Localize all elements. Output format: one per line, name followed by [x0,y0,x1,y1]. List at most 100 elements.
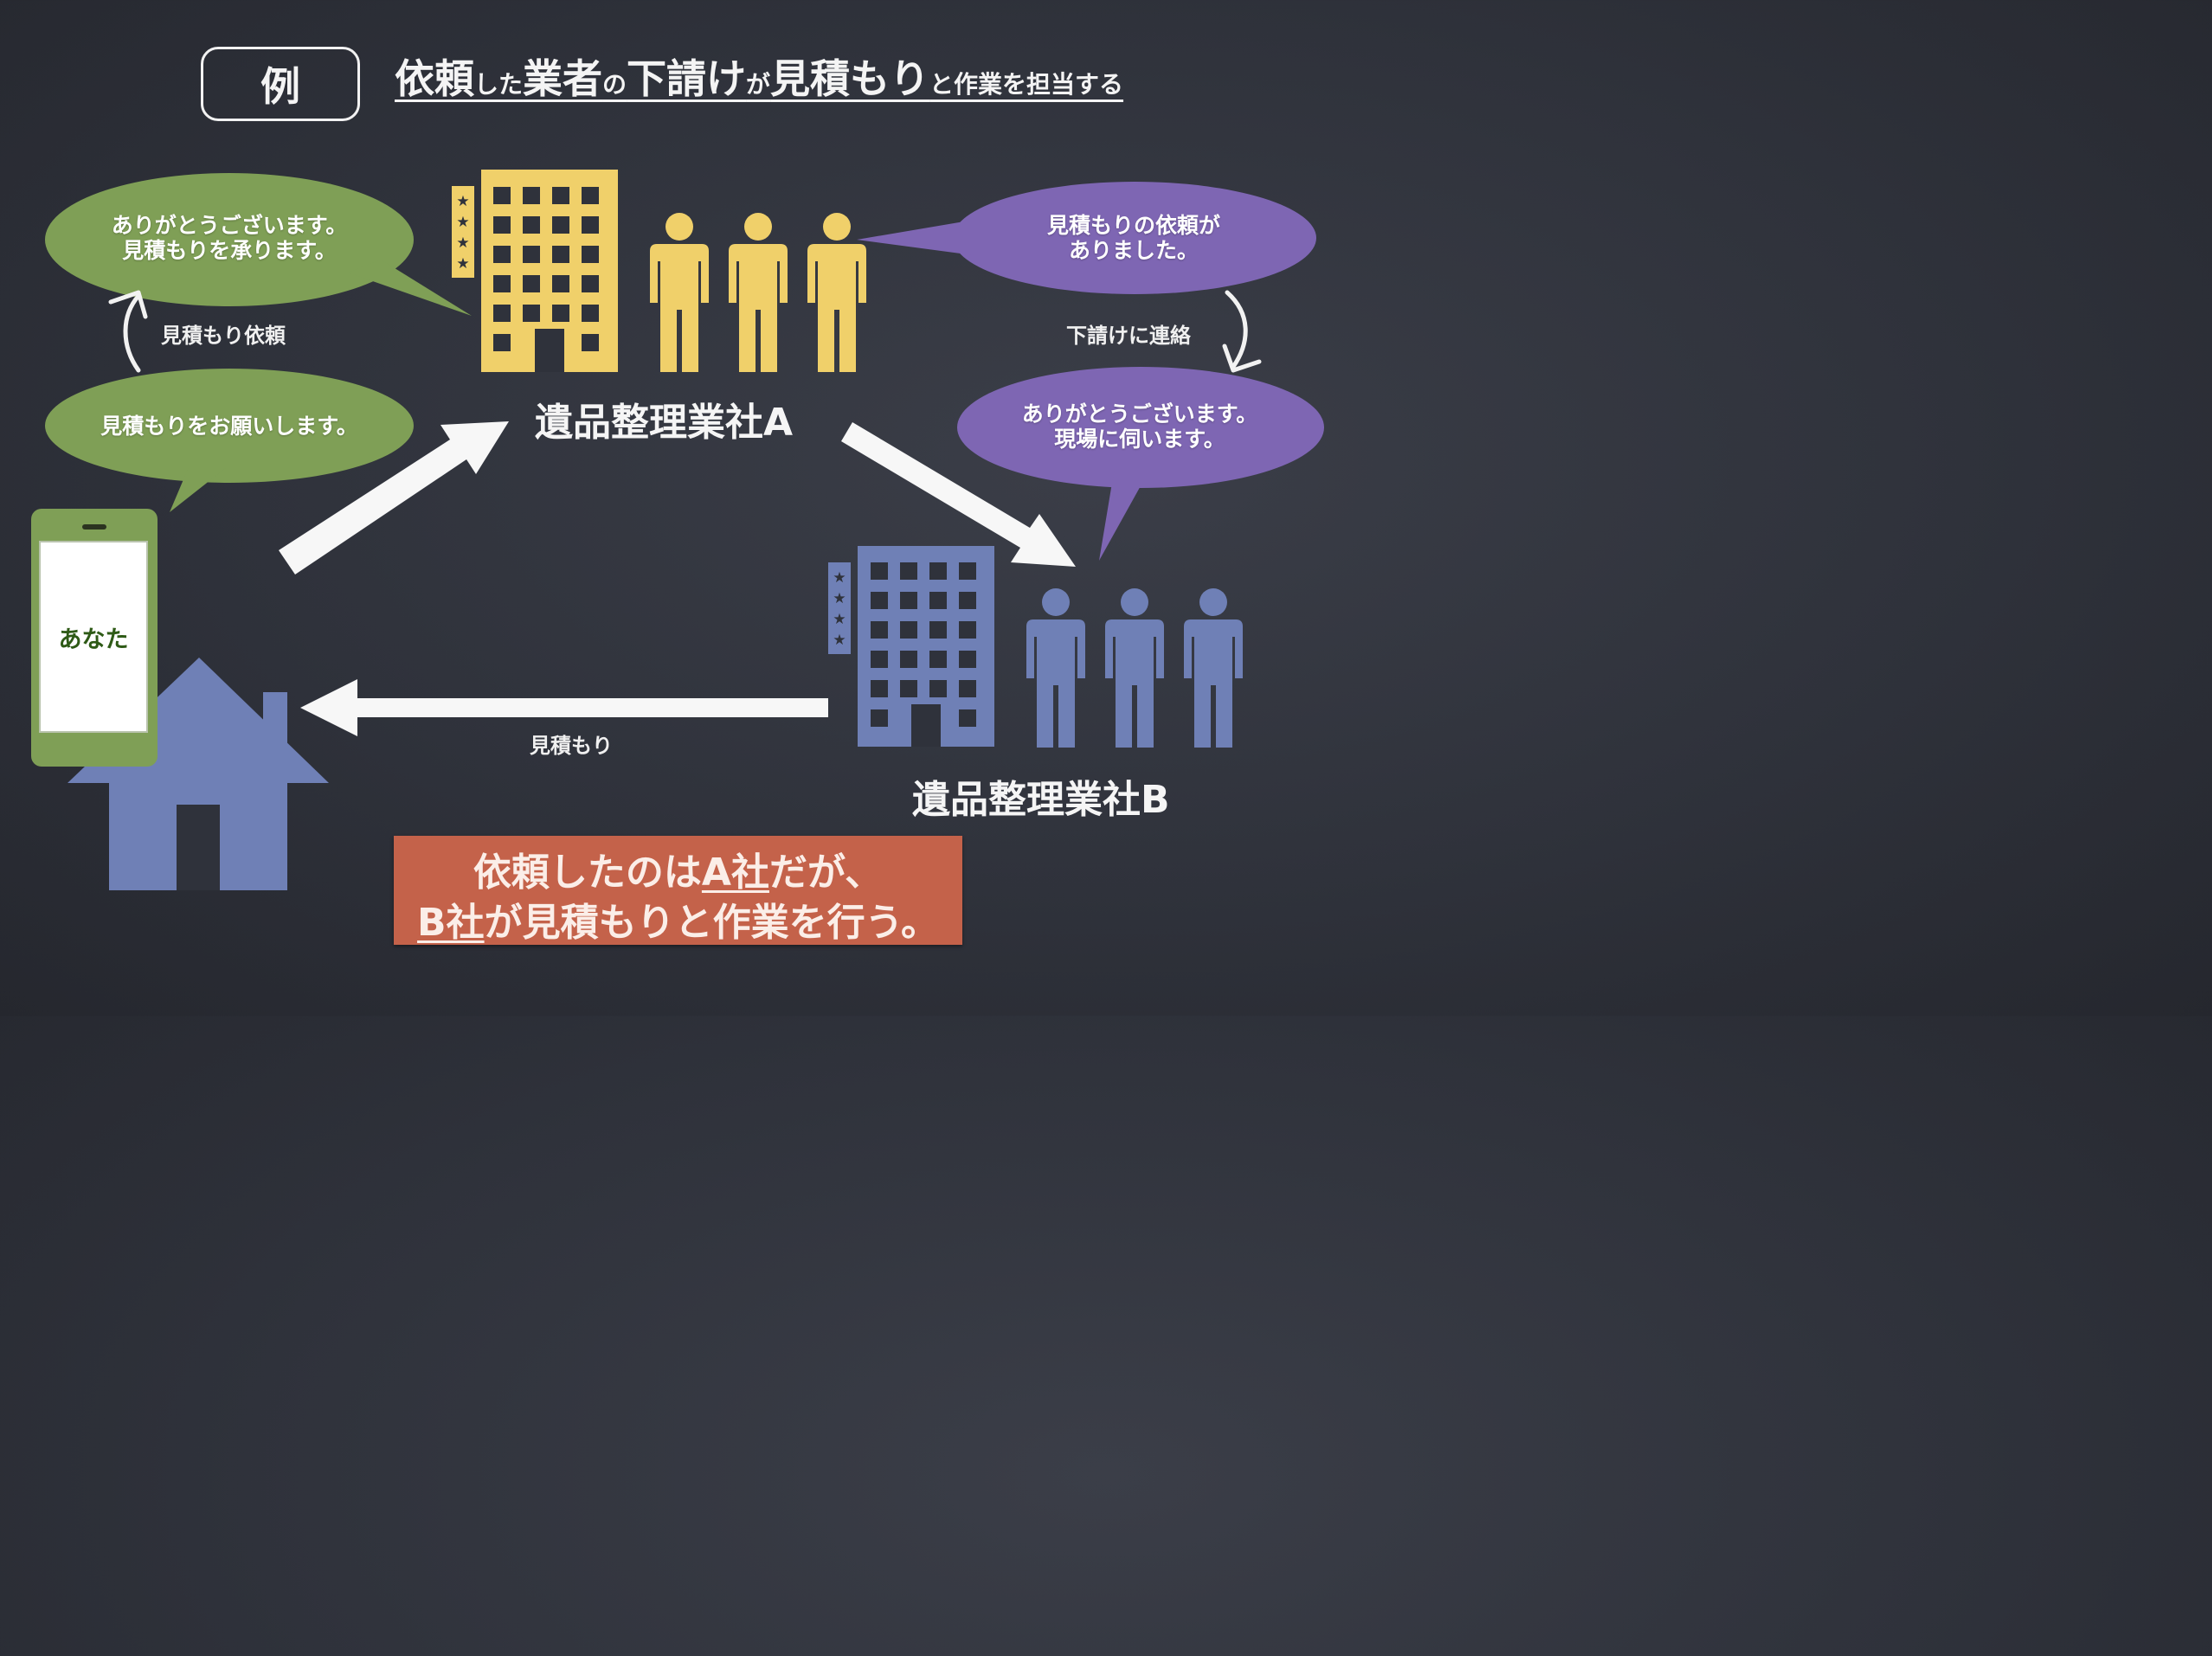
title-part: の [602,70,627,99]
conclusion-line-2: B社が見積もりと作業を行う。 [394,891,962,947]
person-icon [729,213,788,372]
speech-bubble-a-to-b [857,182,1316,294]
conclusion-highlight: A社 [701,850,769,895]
window [871,621,888,639]
window [493,305,511,322]
window [871,651,888,668]
window [900,562,917,580]
title-part: が [746,70,771,99]
svg-text:★: ★ [833,632,846,649]
window [523,305,540,322]
person-icon [1105,588,1164,748]
bubble-you-request-text: 見積もりをお願いします。 [100,413,358,439]
window [523,216,540,234]
bubble-a-reply-text: ありがとうございます。 見積もりを承ります。 [61,204,398,273]
svg-text:★: ★ [456,255,469,273]
arrow-a-to-b-icon [841,422,1076,567]
person-icon [1184,588,1243,748]
window [929,651,947,668]
window [552,305,569,322]
diagram-canvas: ★ ★ ★ ★ ★ ★ ★ ★ [31,170,1324,890]
arrow-you-to-a-icon [279,421,509,574]
window [582,334,599,351]
window [582,246,599,263]
svg-text:★: ★ [456,234,469,252]
bubble-b-reply-text: ありがとうございます。 現場に伺います。 [965,395,1315,460]
svg-text:★: ★ [833,611,846,628]
house-icon [68,658,329,890]
window [582,275,599,292]
window [582,187,599,204]
window [871,680,888,697]
person-icon [807,213,866,372]
conclusion-box: 依頼したのはA社だが、 B社が見積もりと作業を行う。 [394,836,962,945]
window [959,709,976,727]
example-tag: 例 [201,47,360,121]
window [582,305,599,322]
bubble-line: ありがとうございます。 [111,213,348,239]
person-icon [650,213,709,372]
svg-text:★: ★ [456,214,469,231]
phone-screen-label: あなた [58,626,129,653]
window [900,592,917,609]
bubble-line: 見積もりを承ります。 [122,238,337,263]
window [871,592,888,609]
svg-text:★: ★ [456,193,469,210]
curved-arrow-up-icon [108,290,148,373]
company-b-staff-icon [1026,588,1243,748]
title-part: した [474,70,524,99]
page-title: 依頼した業者の下請けが見積もりと作業を担当する [395,59,1123,99]
bubble-line: ありがとうございます。 [1021,401,1258,427]
label-estimate: 見積もり [530,734,613,758]
title-part: 業者 [523,55,603,102]
window [493,187,511,204]
arrow-b-to-you-icon [300,679,828,736]
window [552,275,569,292]
bubble-a-to-b-text: 見積もりの依頼が ありました。 [961,206,1307,272]
window [493,216,511,234]
curved-arrow-down-icon [1222,290,1262,373]
company-b-label: 遺品整理業社B [912,778,1170,822]
window [959,651,976,668]
window [493,334,511,351]
title-part: 見積もり [770,55,930,102]
window [929,621,947,639]
company-a-label: 遺品整理業社A [535,401,794,445]
title-part: 下請け [627,55,747,102]
svg-text:★: ★ [833,590,846,607]
window [929,562,947,580]
conclusion-text: だが、 [768,850,884,895]
bubble-line: 現場に伺います。 [1054,427,1225,452]
window [900,621,917,639]
window [552,187,569,204]
conclusion-line-1: 依頼したのはA社だが、 [394,841,962,896]
window [493,275,511,292]
company-b-building-icon: ★ ★ ★ ★ [828,546,994,747]
title-part: 依頼 [395,55,474,102]
window [900,680,917,697]
label-contact-subcontractor: 下請けに連絡 [1066,324,1191,348]
smartphone-icon [31,509,158,767]
svg-text:★: ★ [833,569,846,587]
window [871,562,888,580]
window [871,709,888,727]
conclusion-highlight: B社 [417,901,485,945]
bubble-line: 見積もりの依頼が [1046,213,1220,239]
speech-bubble-you-request [45,369,414,512]
window [552,246,569,263]
conclusion-text: 依頼したのは [473,850,702,895]
window [493,246,511,263]
window [929,680,947,697]
person-icon [1026,588,1085,748]
label-estimate-request: 見積もり依頼 [161,324,286,348]
conclusion-text: が見積もりと作業を行う。 [484,901,939,945]
window [523,275,540,292]
speech-bubble-b-reply [957,367,1324,561]
window [523,246,540,263]
bubble-line: ありました。 [1068,238,1199,263]
window [523,187,540,204]
speech-bubble-a-reply [45,173,472,316]
title-part: と作業を担当する [929,70,1124,99]
window [959,621,976,639]
window [552,216,569,234]
